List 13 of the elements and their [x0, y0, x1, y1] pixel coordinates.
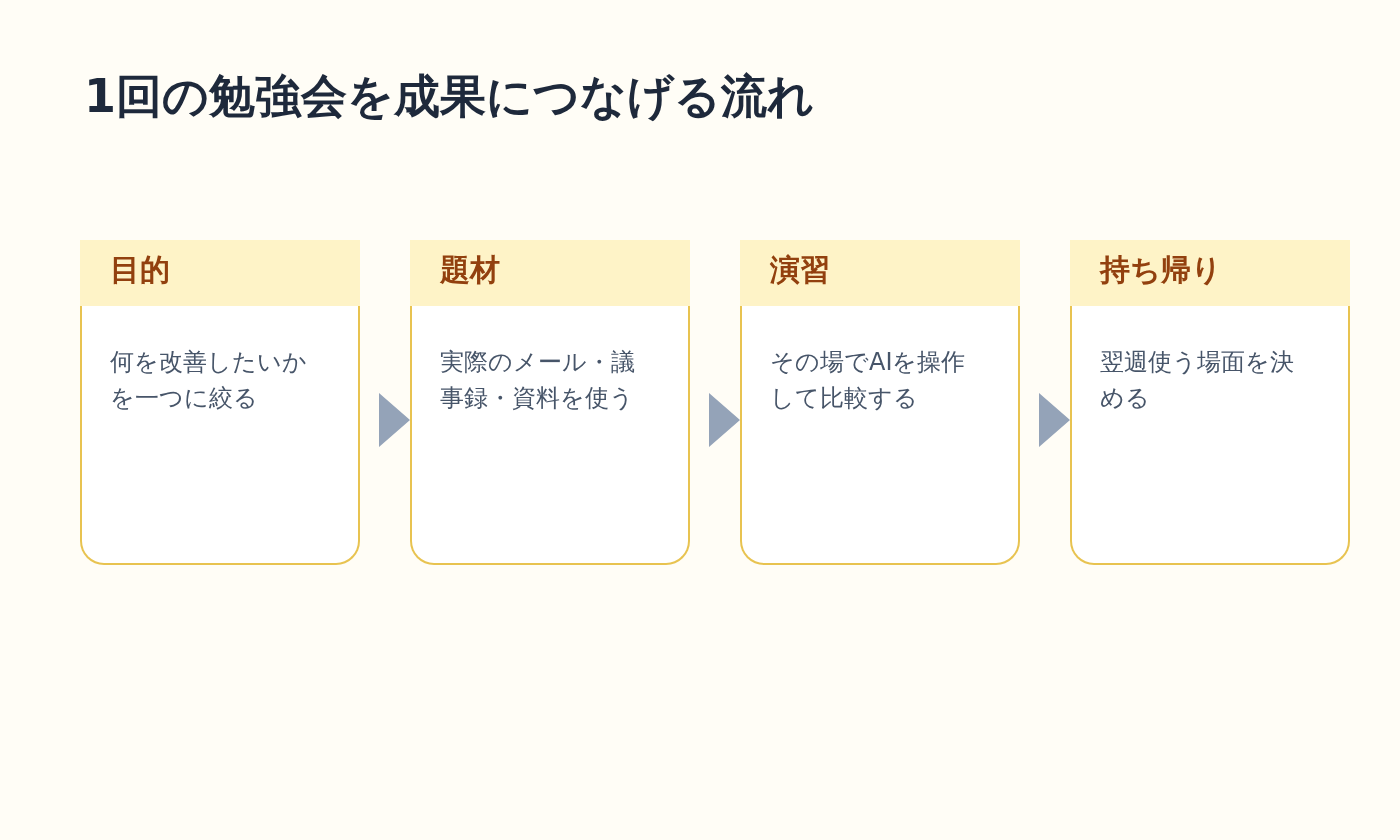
title: 1回の勉強会を成果につなげる流れ [84, 68, 814, 125]
card-heading: 持ち帰り [1070, 240, 1350, 306]
card-text: 翌週使う場面を決める [1100, 347, 1295, 414]
card-heading: 目的 [80, 240, 360, 306]
card-heading: 題材 [410, 240, 690, 306]
card-text: 実際のメール・議事録・資料を使う [440, 347, 636, 414]
step-card [80, 240, 360, 565]
step-card [410, 240, 690, 565]
card-text: 何を改善したいかを一つに絞る [110, 347, 308, 414]
card-heading: 演習 [740, 240, 1020, 306]
step-card [1070, 240, 1350, 565]
card-text: その場でAIを操作して比較する [770, 347, 967, 414]
step-card [740, 240, 1020, 565]
